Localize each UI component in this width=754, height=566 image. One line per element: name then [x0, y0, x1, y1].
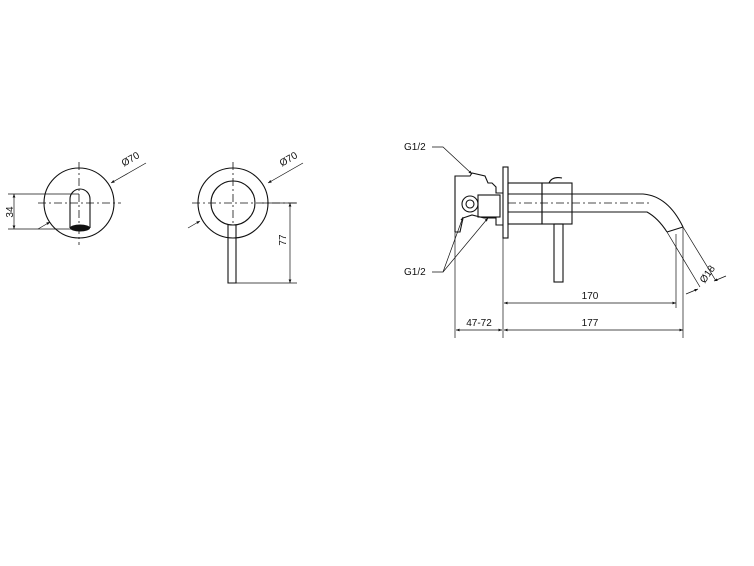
lever-handle: [227, 225, 237, 284]
total-reach-label: 177: [582, 318, 599, 329]
extension-line: [682, 226, 717, 282]
wall-depth-label: 47-72: [466, 318, 492, 329]
handle-top: [548, 177, 563, 184]
concealed-body-lower: [455, 214, 503, 233]
diameter-leader: [187, 220, 201, 229]
inlet-bore: [465, 199, 475, 209]
height-label: 34: [5, 206, 16, 218]
spout-reach-label: 170: [582, 291, 599, 302]
side-view: G1/2 G1/2 170 177 47-72 Ø18: [404, 142, 727, 338]
diameter-leader: [267, 162, 304, 184]
spout-bottom: [508, 211, 668, 233]
spout-outlet: [70, 224, 90, 232]
handle-body: [541, 182, 573, 225]
height-label: 77: [278, 234, 289, 246]
lever-hub: [210, 180, 256, 226]
thread-label-top: G1/2: [404, 142, 426, 153]
diameter-label: Ø70: [120, 150, 142, 169]
diameter-arrow: [685, 288, 699, 295]
diameter-arrow: [713, 275, 727, 282]
lever-front-view: 77 Ø70: [187, 150, 304, 284]
spout-outline: [69, 188, 91, 228]
spout-diameter-label: Ø18: [698, 263, 718, 285]
spout-front-view: 34 Ø70: [5, 150, 147, 245]
thread-leader-top: [432, 146, 473, 175]
diameter-leader: [37, 221, 51, 230]
spout-outlet: [666, 226, 684, 233]
inlet-nut: [461, 195, 479, 213]
spout-top: [508, 193, 684, 228]
lever-handle: [553, 223, 564, 283]
cartridge-block: [477, 194, 501, 218]
diameter-leader: [110, 162, 147, 184]
concealed-body: [454, 172, 503, 232]
extension-line: [666, 231, 701, 288]
thread-leader-bottom: [432, 216, 464, 273]
thread-leader-bottom: [442, 217, 489, 273]
valve-sleeve: [507, 182, 543, 225]
thread-label-bottom: G1/2: [404, 267, 426, 278]
wall-plate: [502, 166, 509, 239]
